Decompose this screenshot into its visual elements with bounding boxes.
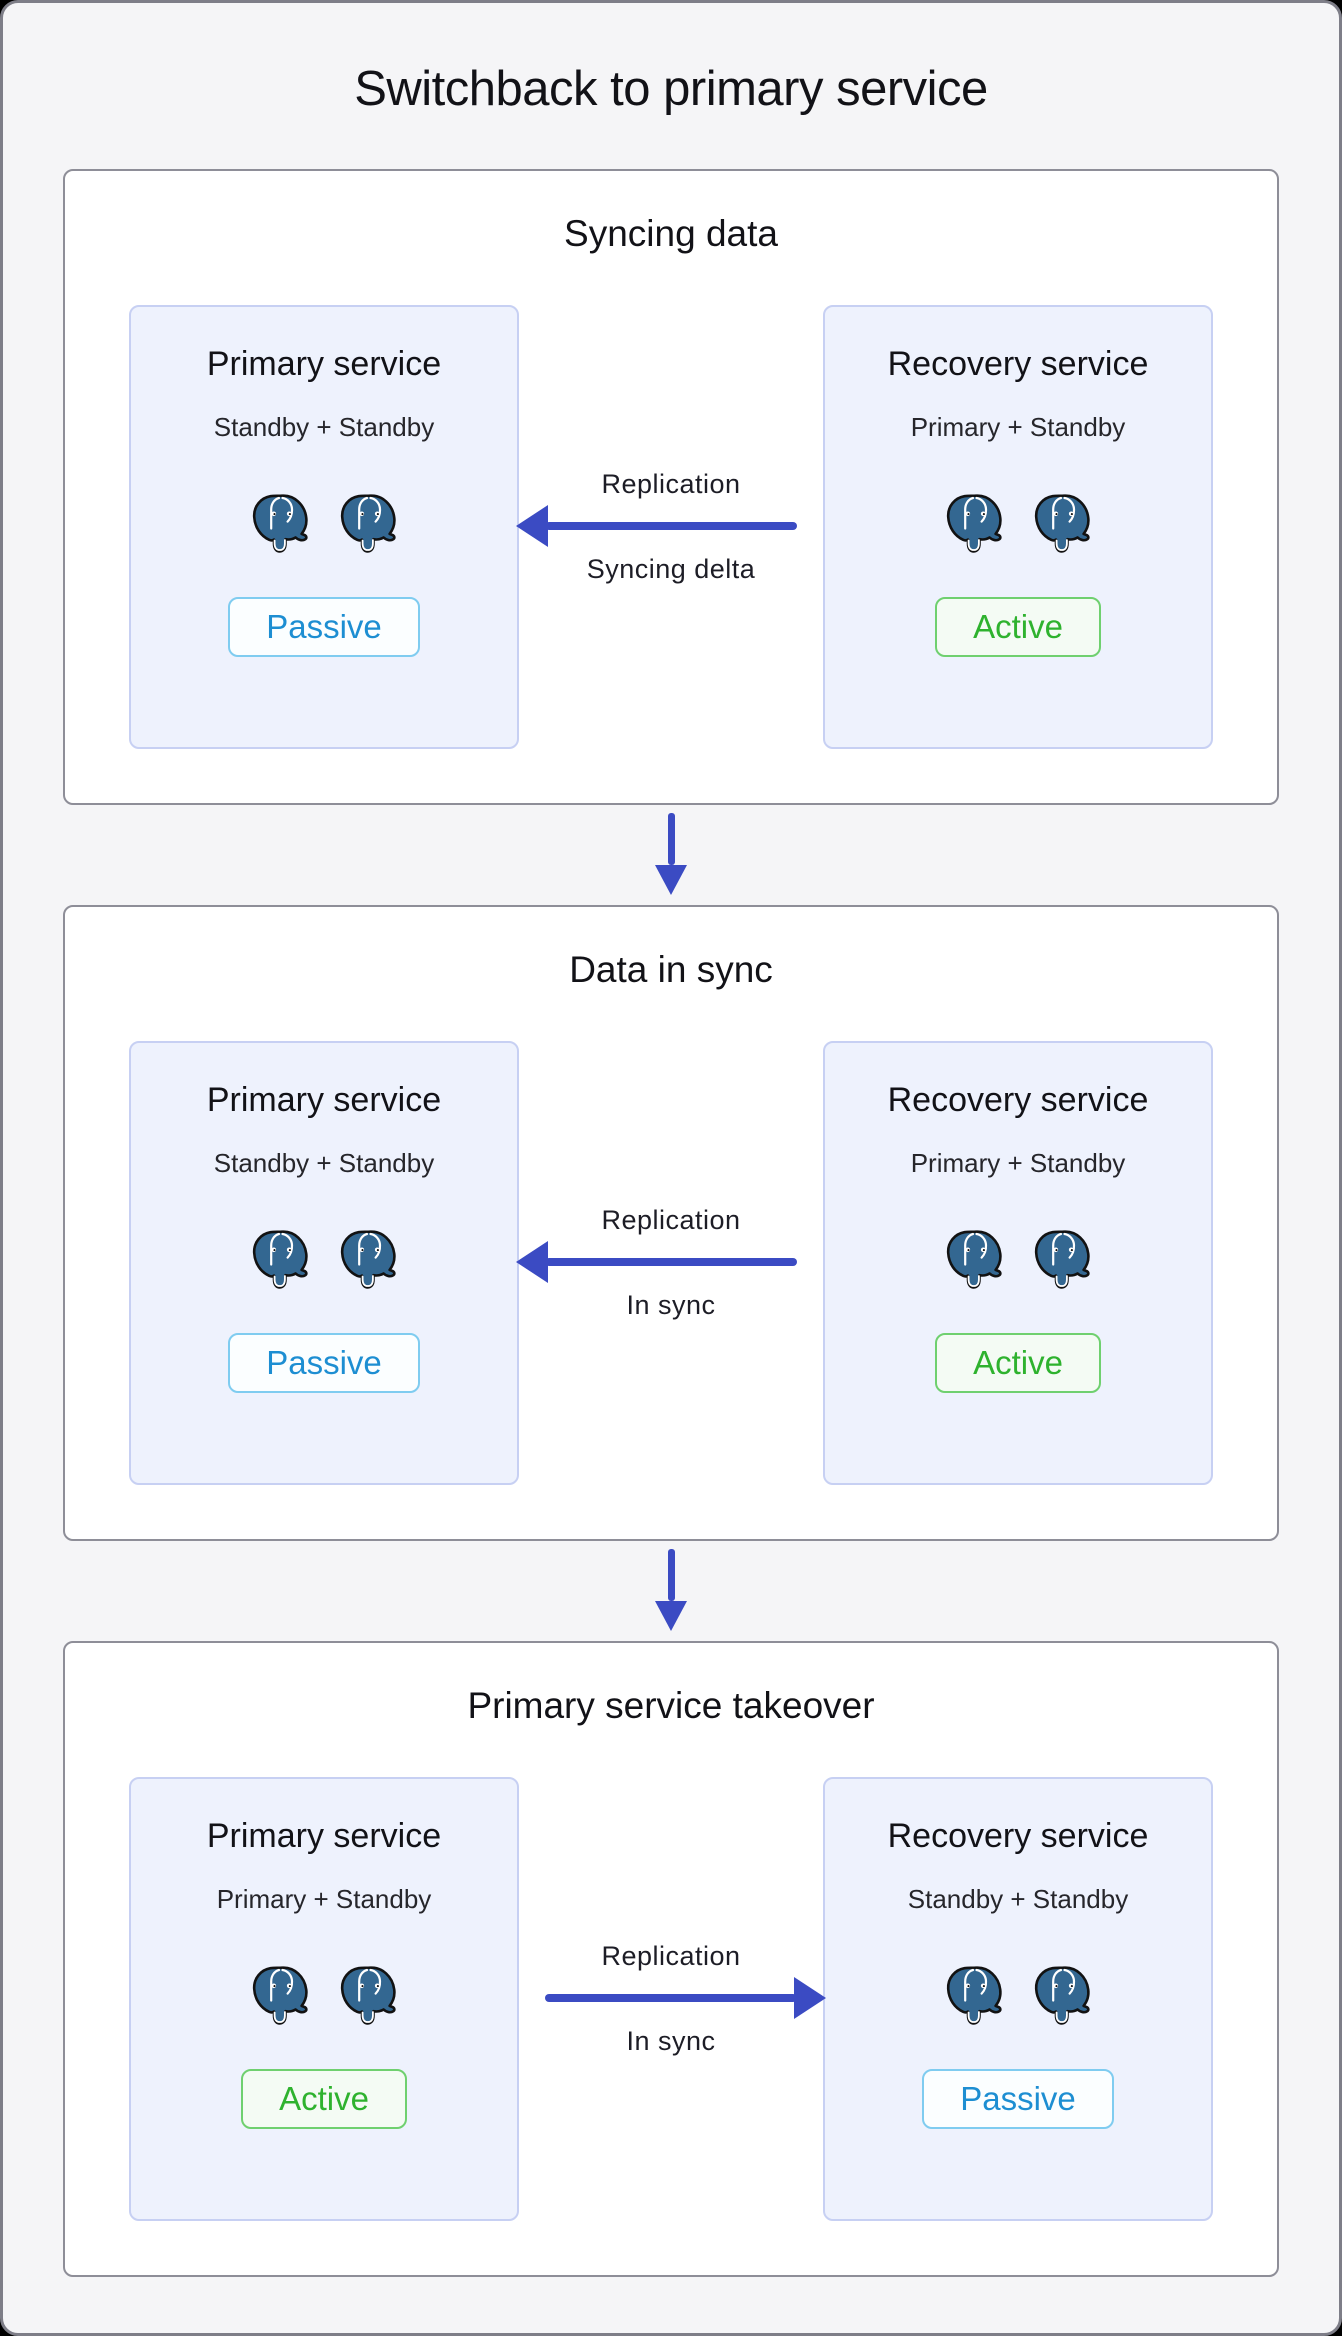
flow-connector xyxy=(3,1541,1339,1641)
postgresql-elephant-icon xyxy=(1030,1963,1094,2027)
right-arrow xyxy=(545,1994,797,2002)
recovery-service-card: Recovery service Primary + Standby Activ… xyxy=(823,1041,1213,1485)
postgresql-elephant-icon xyxy=(1030,491,1094,555)
status-badge: Passive xyxy=(228,1333,420,1393)
primary-service-card: Primary service Standby + Standby Passiv… xyxy=(129,1041,519,1485)
status-badge: Passive xyxy=(228,597,420,657)
replication-arrow-group: Replication Syncing delta xyxy=(519,469,823,585)
database-icons xyxy=(131,1227,517,1291)
arrow-top-label: Replication xyxy=(601,469,741,499)
postgresql-elephant-icon xyxy=(248,1227,312,1291)
database-icons xyxy=(825,1963,1211,2027)
recovery-service-card: Recovery service Primary + Standby Activ… xyxy=(823,305,1213,749)
flow-connector xyxy=(3,805,1339,905)
database-icons xyxy=(131,1963,517,2027)
stage-primary-service-takeover: Primary service takeover Primary service… xyxy=(63,1641,1279,2277)
stage-body: Primary service Standby + Standby Passiv… xyxy=(65,1041,1277,1485)
status-badge: Active xyxy=(241,2069,407,2129)
card-subtitle: Primary + Standby xyxy=(910,1148,1126,1178)
card-title: Primary service xyxy=(206,345,442,383)
card-title: Primary service xyxy=(206,1817,442,1855)
left-arrow xyxy=(545,1258,797,1266)
primary-service-card: Primary service Standby + Standby Passiv… xyxy=(129,305,519,749)
postgresql-elephant-icon xyxy=(1030,1227,1094,1291)
stage-title: Data in sync xyxy=(569,949,773,990)
page-title: Switchback to primary service xyxy=(354,62,988,116)
arrow-bottom-label: In sync xyxy=(626,1290,716,1320)
database-icons xyxy=(131,491,517,555)
card-subtitle: Primary + Standby xyxy=(910,412,1126,442)
status-badge: Active xyxy=(935,597,1101,657)
replication-arrow-group: Replication In sync xyxy=(519,1205,823,1321)
stage-body: Primary service Primary + Standby Active… xyxy=(65,1777,1277,2221)
down-arrow-icon xyxy=(667,1549,675,1601)
postgresql-elephant-icon xyxy=(248,1963,312,2027)
card-title: Primary service xyxy=(206,1081,442,1119)
postgresql-elephant-icon xyxy=(336,491,400,555)
stage-title: Syncing data xyxy=(564,213,778,254)
card-subtitle: Primary + Standby xyxy=(216,1884,432,1914)
stage-data-in-sync: Data in sync Primary service Standby + S… xyxy=(63,905,1279,1541)
stage-title: Primary service takeover xyxy=(467,1685,875,1726)
left-arrow xyxy=(545,522,797,530)
stage-body: Primary service Standby + Standby Passiv… xyxy=(65,305,1277,749)
database-icons xyxy=(825,491,1211,555)
arrow-top-label: Replication xyxy=(601,1941,741,1971)
card-subtitle: Standby + Standby xyxy=(213,1148,435,1178)
arrow-top-label: Replication xyxy=(601,1205,741,1235)
database-icons xyxy=(825,1227,1211,1291)
card-subtitle: Standby + Standby xyxy=(213,412,435,442)
postgresql-elephant-icon xyxy=(336,1963,400,2027)
card-title: Recovery service xyxy=(887,1081,1149,1119)
down-arrow-icon xyxy=(667,813,675,865)
postgresql-elephant-icon xyxy=(248,491,312,555)
arrow-bottom-label: Syncing delta xyxy=(586,554,756,584)
recovery-service-card: Recovery service Standby + Standby Passi… xyxy=(823,1777,1213,2221)
card-title: Recovery service xyxy=(887,345,1149,383)
primary-service-card: Primary service Primary + Standby Active xyxy=(129,1777,519,2221)
postgresql-elephant-icon xyxy=(942,491,1006,555)
replication-arrow-group: Replication In sync xyxy=(519,1941,823,2057)
stage-syncing-data: Syncing data Primary service Standby + S… xyxy=(63,169,1279,805)
postgresql-elephant-icon xyxy=(942,1963,1006,2027)
postgresql-elephant-icon xyxy=(942,1227,1006,1291)
status-badge: Passive xyxy=(922,2069,1114,2129)
arrow-bottom-label: In sync xyxy=(626,2026,716,2056)
card-subtitle: Standby + Standby xyxy=(907,1884,1129,1914)
card-title: Recovery service xyxy=(887,1817,1149,1855)
status-badge: Active xyxy=(935,1333,1101,1393)
postgresql-elephant-icon xyxy=(336,1227,400,1291)
